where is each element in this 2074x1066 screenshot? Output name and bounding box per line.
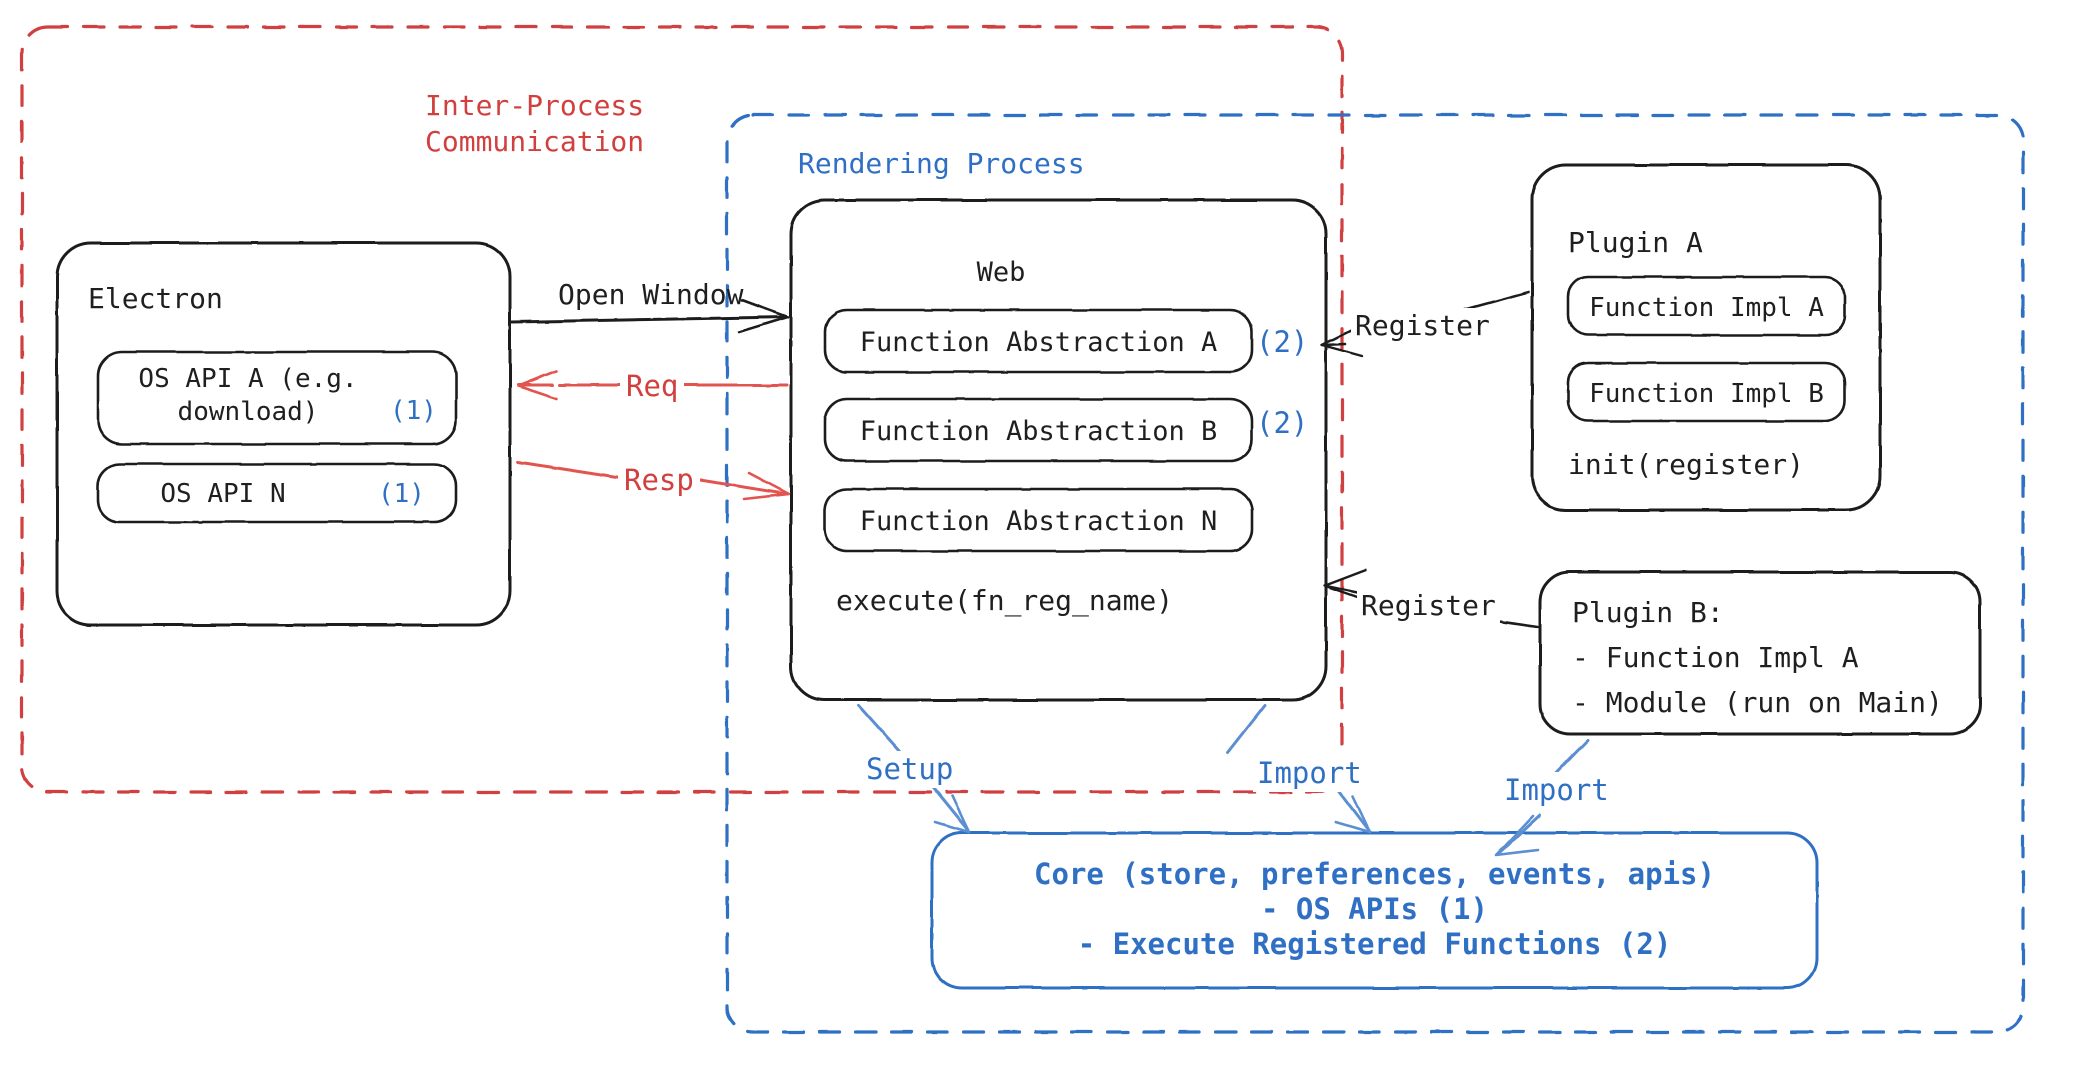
web-title: Web xyxy=(976,257,1026,288)
core-line-1: Core (store, preferences, events, apis) xyxy=(1034,857,1715,891)
plugin-b-line-2: - Function Impl A xyxy=(1572,641,1859,674)
function-abstraction-a-box-outline xyxy=(823,308,1254,374)
plugin-b-line-3: - Module (run on Main) xyxy=(1572,686,1943,719)
edge-label-register-plugin-b: Register xyxy=(1357,588,1500,624)
rendering-container-outline xyxy=(725,113,2025,1034)
function-impl-a-label: Function Impl A xyxy=(1589,293,1824,323)
plugin-b-line-1: Plugin B: xyxy=(1572,596,1724,629)
ipc-container-outline xyxy=(20,25,1344,794)
core-line-2: - OS APIs (1) xyxy=(1261,892,1488,926)
plugin-a-title: Plugin A xyxy=(1568,226,1703,259)
os-api-n-marker: (1) xyxy=(378,479,425,509)
edge-resp xyxy=(516,460,791,501)
edge-label-resp: Resp xyxy=(618,462,700,500)
electron-title: Electron xyxy=(88,282,223,315)
core-line-3: - Execute Registered Functions (2) xyxy=(1077,927,1672,961)
os-api-a-box-outline xyxy=(96,350,458,446)
function-abstraction-n-box-outline xyxy=(823,487,1254,553)
edge-open-window xyxy=(510,298,790,334)
function-abstraction-a-label: Function Abstraction A xyxy=(859,327,1218,358)
function-impl-a-box-outline xyxy=(1566,275,1847,337)
os-api-n-label: OS API N xyxy=(160,479,286,509)
edge-label-register-plugin-a: Register xyxy=(1351,308,1494,344)
rendering-container-label: Rendering Process xyxy=(798,147,1085,180)
function-abstraction-b-label: Function Abstraction B xyxy=(859,416,1218,447)
edge-label-setup: Setup xyxy=(862,751,958,789)
core-box-outline xyxy=(930,831,1819,990)
plugin-a-footer-init: init(register) xyxy=(1568,448,1805,481)
edge-label-open-window: Open Window xyxy=(558,278,744,311)
web-footer-execute: execute(fn_reg_name) xyxy=(836,584,1174,617)
os-api-n-box-outline xyxy=(96,462,458,524)
function-abstraction-a-marker: (2) xyxy=(1256,325,1309,359)
edge-label-import-web: Import xyxy=(1253,755,1366,793)
plugin-b-box-outline xyxy=(1538,570,1982,736)
function-abstraction-n-label: Function Abstraction N xyxy=(859,506,1218,537)
edge-label-import-plugin-b: Import xyxy=(1500,772,1613,810)
function-impl-b-box-outline xyxy=(1566,361,1847,423)
function-abstraction-b-marker: (2) xyxy=(1256,406,1309,440)
os-api-a-label: OS API A (e.g. download) xyxy=(138,364,358,428)
os-api-a-marker: (1) xyxy=(390,396,437,426)
edge-import-plugin-b xyxy=(1494,738,1590,857)
edge-label-req: Req xyxy=(620,368,685,406)
ipc-container-label: Inter-Process Communication xyxy=(425,89,645,158)
function-impl-b-label: Function Impl B xyxy=(1589,379,1824,409)
plugin-a-box-outline xyxy=(1530,163,1882,512)
function-abstraction-b-box-outline xyxy=(823,397,1254,463)
